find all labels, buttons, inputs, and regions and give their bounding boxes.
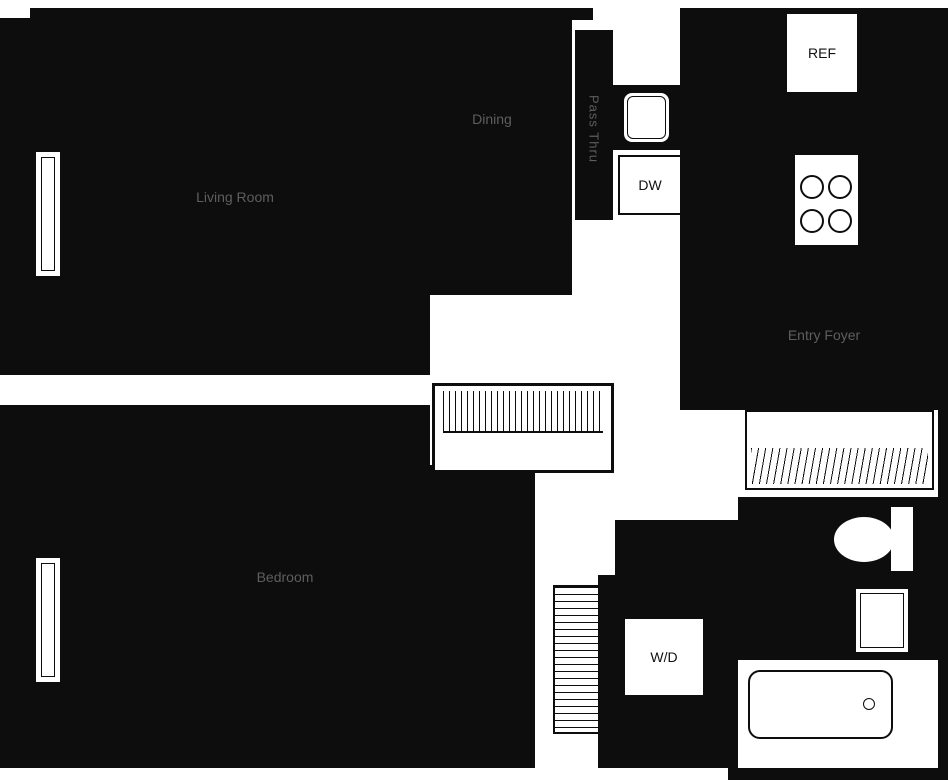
shelf-closet-wall [598, 575, 615, 768]
toilet-tank [891, 507, 913, 571]
bathtub [748, 670, 893, 739]
dishwasher-label: DW [638, 177, 662, 193]
bedroom-window [34, 556, 62, 684]
bottom-right-wall [728, 768, 948, 780]
dishwasher: DW [618, 155, 682, 215]
bedroom-closet [432, 383, 614, 473]
living-room-area [0, 18, 572, 295]
stove-burner-bottom-right [828, 209, 852, 233]
bathtub-drain [863, 698, 875, 710]
stove-burner-bottom-left [800, 209, 824, 233]
entry-foyer-area [680, 265, 948, 410]
stove-burner-top-right [828, 175, 852, 199]
bedroom-area-lower-right [430, 465, 535, 768]
washer-dryer-label: W/D [650, 649, 678, 665]
living-room-window [34, 150, 62, 278]
stove-burner-top-left [800, 175, 824, 199]
living-room-extension [0, 295, 430, 375]
living-room-label: Living Room [196, 189, 274, 205]
top-wall-band [30, 8, 593, 20]
entry-closet [745, 410, 934, 490]
bedroom-shelf-closet [553, 585, 602, 734]
right-wall [938, 410, 948, 780]
entry-foyer-label: Entry Foyer [787, 327, 861, 343]
refrigerator-label: REF [808, 45, 836, 61]
bathroom-sink [856, 589, 908, 652]
kitchen-sink-counter [613, 85, 680, 150]
refrigerator: REF [787, 14, 857, 92]
bedroom-closet-hatch [443, 391, 603, 433]
kitchen-sink-basin [624, 93, 669, 142]
pass-thru-label: Pass Thru [586, 94, 602, 164]
bedroom-area [0, 405, 430, 768]
stove [795, 155, 858, 245]
kitchen-sink-basin-outline [627, 96, 666, 139]
washer-dryer: W/D [623, 617, 705, 697]
bedroom-label: Bedroom [256, 569, 314, 585]
pass-thru-counter [575, 30, 613, 220]
entry-closet-hatch [751, 448, 928, 484]
dining-label: Dining [472, 111, 512, 127]
bathroom-sink-basin-outline [860, 593, 904, 648]
toilet-bowl [834, 517, 894, 562]
